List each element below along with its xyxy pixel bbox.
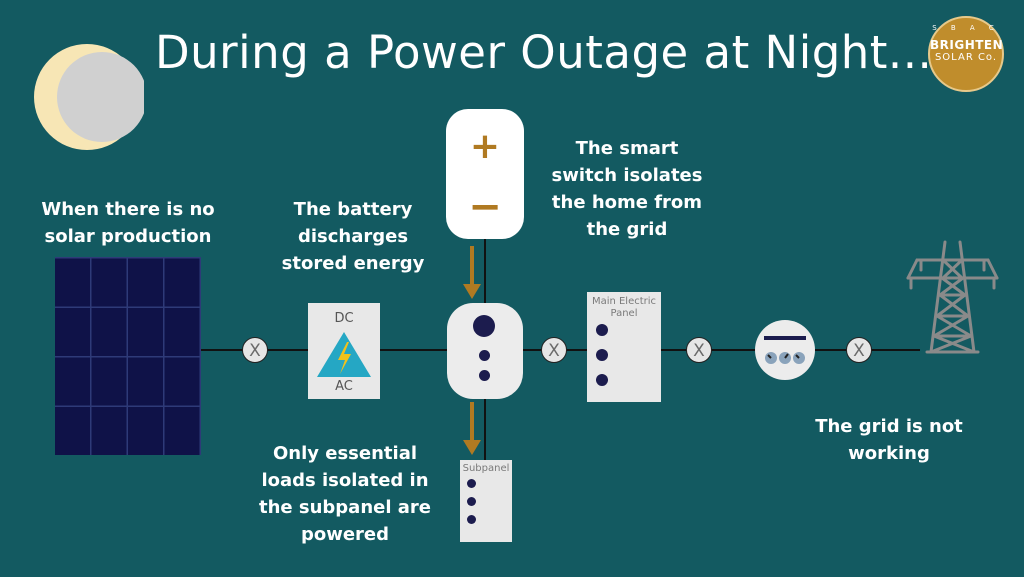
breaker-dot	[596, 324, 608, 336]
inverter-dc-label: DC	[334, 311, 354, 326]
breaker-dot	[467, 515, 476, 524]
subpanel: Subpanel	[460, 460, 512, 542]
breaker-icon: X	[686, 337, 712, 363]
inverter-ac-label: AC	[335, 379, 353, 394]
breaker-dot	[467, 497, 476, 506]
switch-indicator-large	[473, 315, 495, 337]
switch-indicator	[479, 350, 490, 361]
lightning-icon	[317, 332, 371, 377]
subpanel-note-label: Only essential loads isolated in the sub…	[258, 443, 432, 545]
meter-dials-icon	[764, 336, 806, 364]
arrow-down-icon	[463, 402, 481, 455]
battery: + −	[446, 109, 524, 239]
battery-label: The battery discharges stored energy	[281, 199, 425, 274]
subpanel-title: Subpanel	[462, 463, 510, 474]
breaker-dot	[596, 349, 608, 361]
inverter: DC AC	[308, 303, 380, 399]
breaker-dot	[596, 374, 608, 386]
smart-switch	[447, 303, 523, 399]
plus-icon: +	[469, 126, 501, 167]
logo-brand-sub: SOLAR Co.	[934, 52, 998, 63]
breaker-icon: X	[541, 337, 567, 363]
minus-icon: −	[468, 184, 502, 230]
page-title: During a Power Outage at Night...	[155, 26, 933, 79]
brand-logo: S B A C BRIGHTEN SOLAR Co.	[928, 16, 1004, 92]
switch-label: The smart switch isolates the home from …	[551, 138, 703, 240]
main-panel-title: Main Electric Panel	[591, 296, 657, 319]
breaker-icon: X	[846, 337, 872, 363]
solar-label: When there is no solar production	[41, 199, 215, 247]
logo-letters: S B A C	[932, 24, 1000, 32]
moon-icon	[34, 42, 147, 156]
transmission-tower-icon	[906, 240, 999, 354]
switch-indicator	[479, 370, 490, 381]
breaker-dot	[467, 479, 476, 488]
wire-battery-vertical	[484, 238, 486, 304]
utility-meter	[755, 320, 815, 380]
wire-subpanel-vertical	[484, 398, 486, 461]
main-electric-panel: Main Electric Panel	[587, 292, 661, 402]
breaker-icon: X	[242, 337, 268, 363]
logo-brand-name: BRIGHTEN	[930, 38, 1004, 52]
grid-label: The grid is not working	[815, 416, 963, 464]
arrow-down-icon	[463, 246, 481, 299]
solar-panel	[55, 257, 201, 455]
